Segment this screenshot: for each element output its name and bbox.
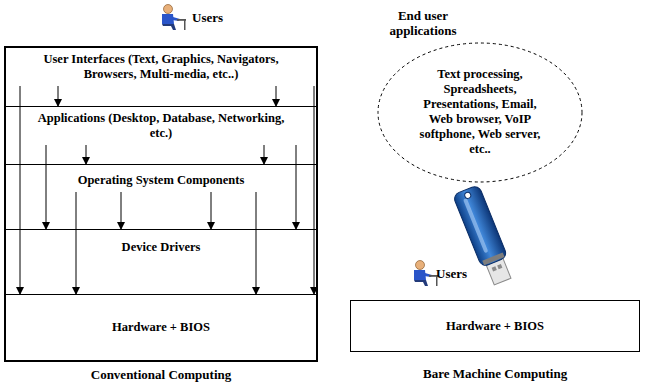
arrow-connector (46, 145, 47, 229)
node-text: Text processing, Spreadsheets, Presentat… (410, 67, 550, 157)
node-text: Operating System Components (6, 165, 316, 188)
node-text: Applications (Desktop, Database, Network… (6, 107, 316, 141)
arrow-connector (256, 192, 257, 294)
node-text: Hardware + BIOS (351, 319, 639, 334)
arrow-connector (86, 145, 87, 164)
layer-band: Applications (Desktop, Database, Network… (6, 106, 316, 164)
layer-band: Device Drivers (6, 229, 316, 294)
caption: Bare Machine Computing (423, 366, 567, 381)
arrow-connector (314, 86, 315, 294)
dashed-ellipse: End user applicationsText processing, Sp… (377, 42, 583, 183)
caption: Conventional Computing (6, 367, 316, 382)
arrow-connector (58, 86, 59, 106)
node-text: Hardware + BIOS (6, 320, 316, 335)
hardware-box: Hardware + BIOS (350, 300, 640, 352)
user-label: Users (436, 266, 467, 281)
node-text: Device Drivers (6, 230, 316, 255)
arrow-connector (276, 86, 277, 106)
layer-band: Operating System Components (6, 164, 316, 229)
arrow-connector (121, 192, 122, 229)
arrow-connector (76, 192, 77, 294)
layer-band: Hardware + BIOS (6, 294, 316, 360)
arrow-connector (296, 145, 297, 229)
user-icon (414, 261, 438, 287)
arrow-connector (264, 145, 265, 164)
layer-band: User Interfaces (Text, Graphics, Navigat… (6, 48, 316, 106)
ellipse-outline (378, 43, 582, 182)
user-label: Users (192, 10, 223, 25)
arrow-connector (20, 86, 21, 294)
arrow-connector (211, 192, 212, 229)
heading: End user applications (373, 8, 473, 38)
user-icon (162, 5, 186, 31)
node-text: User Interfaces (Text, Graphics, Navigat… (6, 48, 316, 82)
stack-frame: Conventional ComputingUser Interfaces (T… (4, 46, 318, 362)
